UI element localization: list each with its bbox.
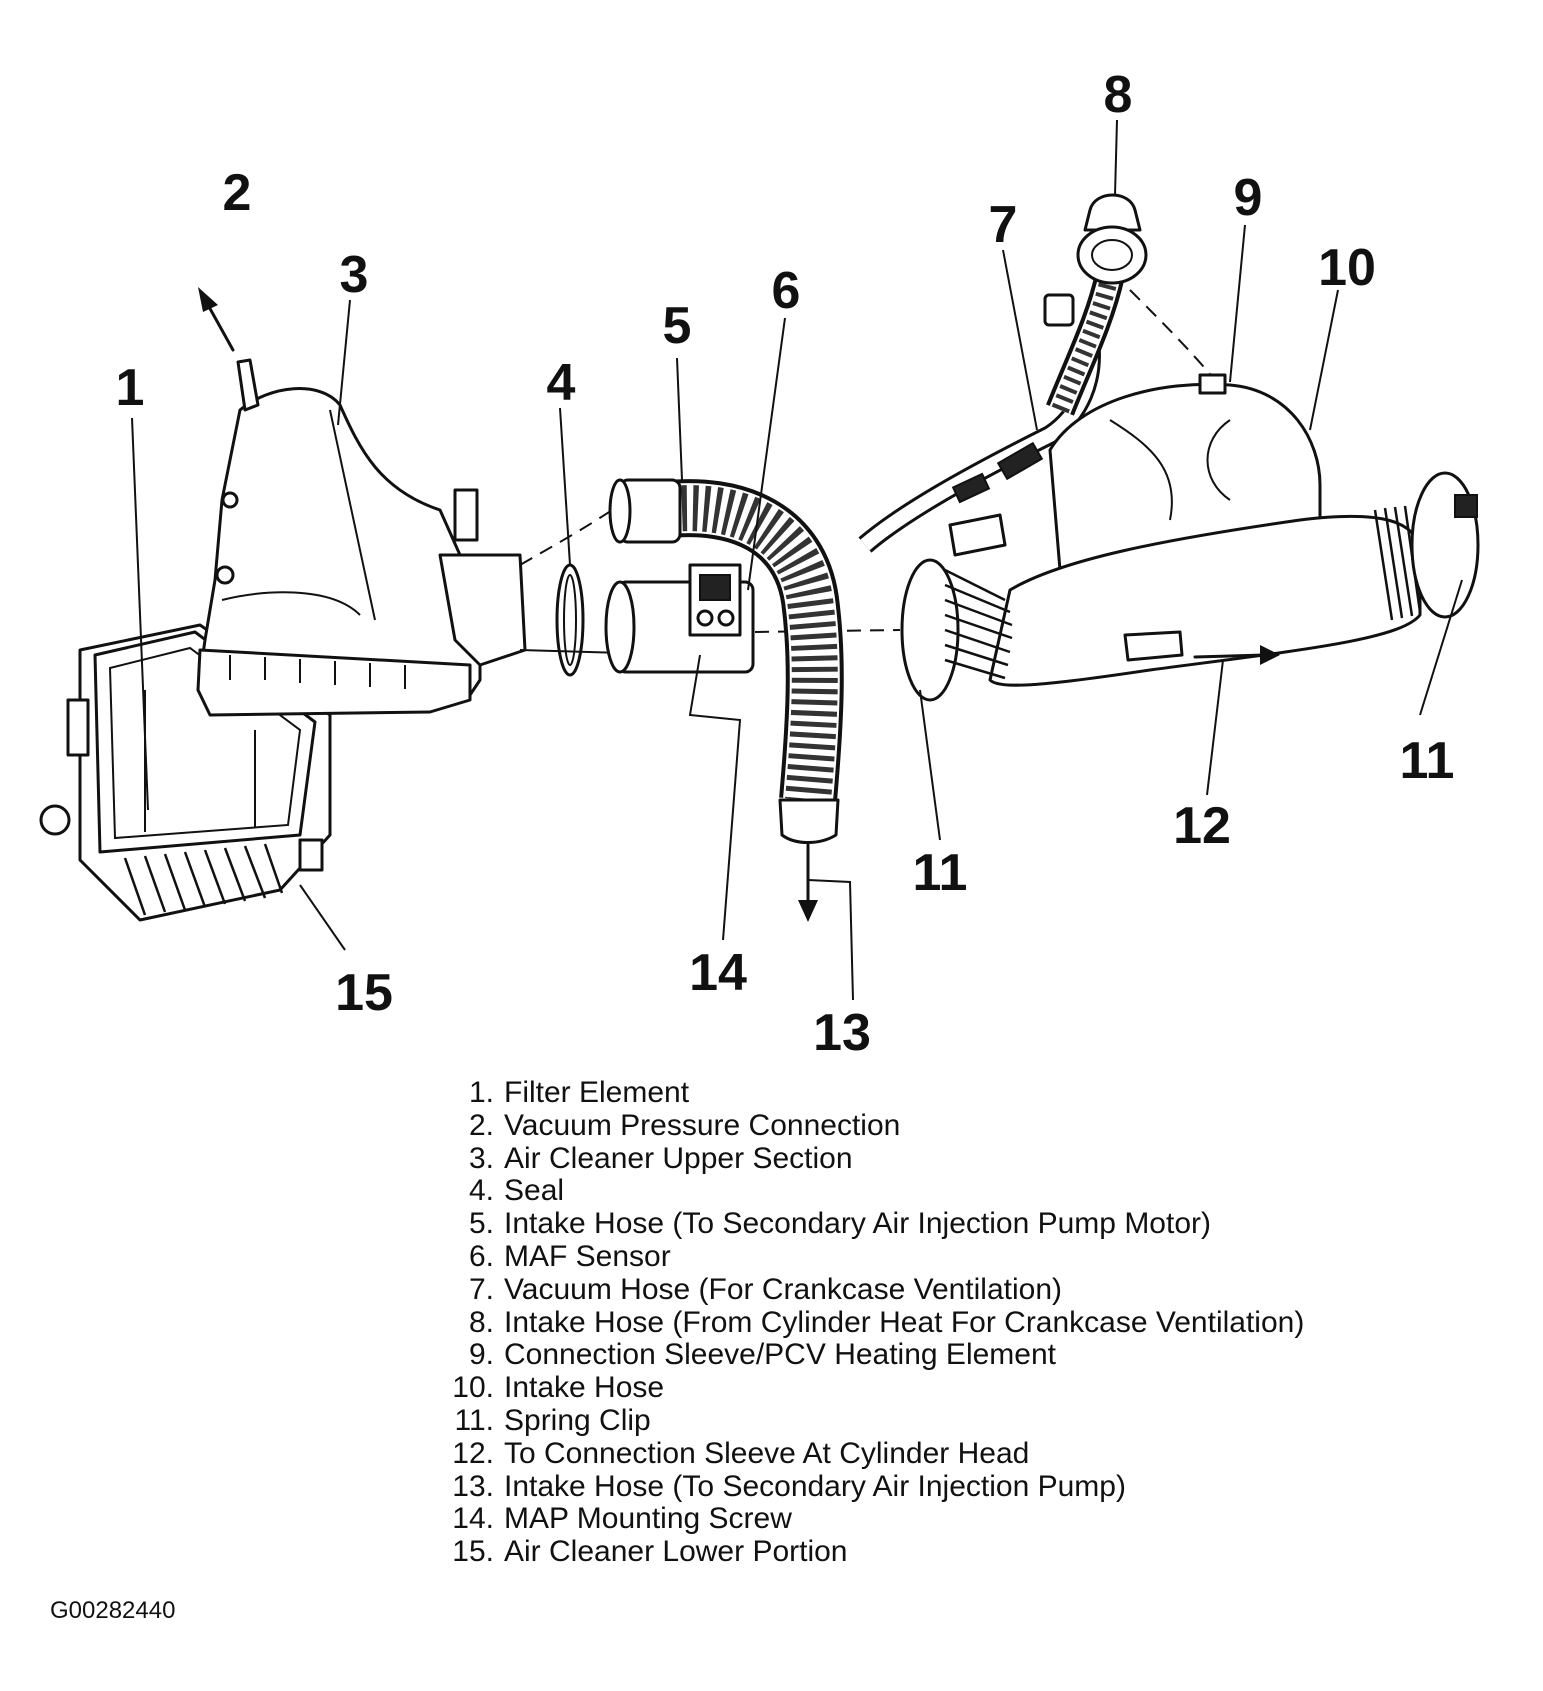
- arrow-13: [798, 843, 818, 922]
- air-cleaner-upper-section: [196, 387, 527, 717]
- callout-13: 13: [813, 1004, 871, 1062]
- legend-item: 11.Spring Clip: [454, 1403, 651, 1437]
- legend-item: 4.Seal: [468, 1174, 565, 1208]
- legend-item: 15.Air Cleaner Lower Portion: [452, 1535, 848, 1569]
- legend-item: 6.MAF Sensor: [468, 1239, 671, 1273]
- legend-item: 8.Intake Hose (From Cylinder Heat For Cr…: [468, 1305, 1305, 1339]
- legend-item: 13.Intake Hose (To Secondary Air Injecti…: [452, 1469, 1126, 1503]
- callout-12: 12: [1173, 797, 1231, 855]
- callout-11-right: 11: [1400, 732, 1455, 790]
- callout-4: 4: [547, 354, 576, 412]
- maf-sensor: [604, 563, 755, 674]
- intake-hose-crankcase: [1046, 193, 1148, 416]
- intake-hose-to-pump: [608, 478, 844, 844]
- callout-8: 8: [1104, 66, 1133, 124]
- legend-item: 3.Air Cleaner Upper Section: [468, 1141, 853, 1175]
- vacuum-pressure-connection: [198, 287, 260, 412]
- spring-clip-left: [900, 558, 1013, 702]
- callout-1: 1: [116, 359, 145, 417]
- exploded-view-diagram: 1 2 3 4 5 6 7 8 9 10 11 11 12 13 14 15: [39, 66, 1480, 1062]
- connection-sleeve: [948, 373, 1227, 557]
- callout-15: 15: [335, 964, 393, 1022]
- arrow-12: [1193, 645, 1280, 665]
- seal: [555, 563, 585, 677]
- legend-item: 14.MAP Mounting Screw: [452, 1502, 792, 1536]
- callout-11-left: 11: [913, 844, 968, 902]
- callout-9: 9: [1234, 169, 1263, 227]
- callout-5: 5: [663, 297, 692, 355]
- callout-7: 7: [989, 196, 1018, 254]
- legend-item: 10.Intake Hose: [452, 1371, 665, 1405]
- leader-lines: [131, 119, 1463, 1001]
- callout-6: 6: [772, 262, 801, 320]
- legend-item: 9.Connection Sleeve/PCV Heating Element: [468, 1338, 1056, 1372]
- intake-hose-large: [988, 382, 1480, 687]
- callout-14: 14: [689, 944, 747, 1002]
- callout-10: 10: [1318, 239, 1376, 297]
- legend-item: 2.Vacuum Pressure Connection: [468, 1108, 901, 1142]
- legend-item: 1.Filter Element: [468, 1076, 690, 1109]
- legend-item: 7.Vacuum Hose (For Crankcase Ventilation…: [468, 1272, 1063, 1306]
- legend-item: 12.To Connection Sleeve At Cylinder Head: [452, 1436, 1030, 1470]
- callouts: 1 2 3 4 5 6 7 8 9 10 11 11 12 13 14 15: [116, 66, 1455, 1062]
- figure-id: G00282440: [50, 1597, 176, 1624]
- callout-2: 2: [223, 164, 252, 222]
- callout-3: 3: [340, 246, 369, 304]
- legend-item: 5.Intake Hose (To Secondary Air Injectio…: [468, 1207, 1211, 1241]
- parts-legend: 1.Filter Element 2.Vacuum Pressure Conne…: [438, 1076, 1305, 1569]
